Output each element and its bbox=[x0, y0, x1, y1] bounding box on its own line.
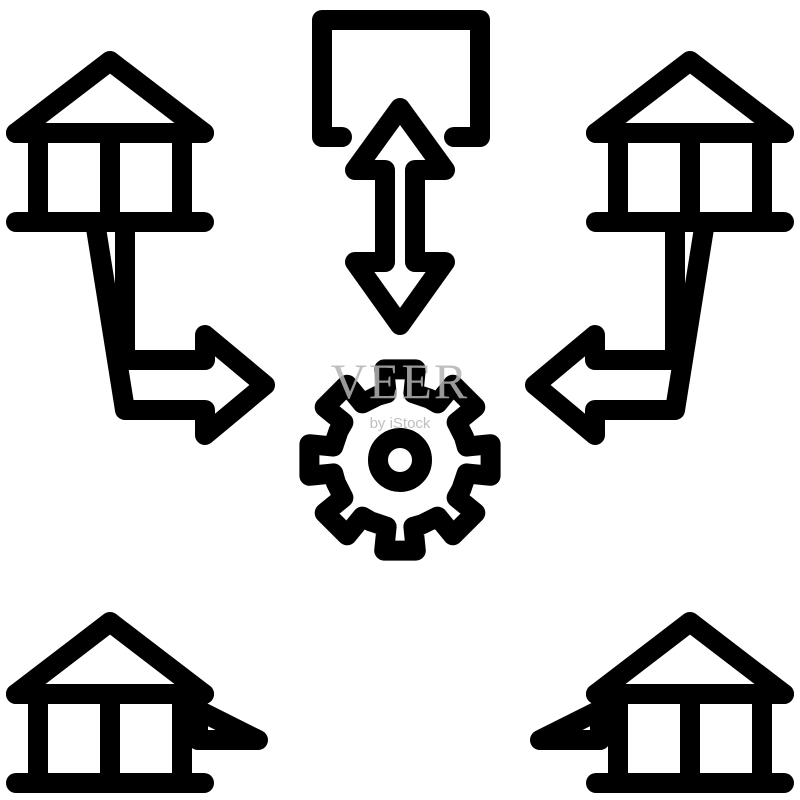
gear-icon bbox=[299, 359, 501, 561]
bent-arrow-top-left-icon bbox=[85, 212, 275, 445]
watermark: VEER by iStock bbox=[331, 353, 470, 432]
bent-arrow-bottom-right-icon bbox=[530, 700, 610, 750]
house-bottom-right-icon bbox=[586, 612, 794, 793]
watermark-sub: by iStock bbox=[370, 415, 431, 432]
house-top-left-icon bbox=[6, 51, 214, 232]
bent-arrow-bottom-left-icon bbox=[188, 700, 268, 750]
watermark-brand: VEER bbox=[331, 353, 470, 409]
double-arrow-icon bbox=[345, 98, 455, 335]
bent-arrow-top-right-icon bbox=[525, 212, 715, 445]
house-bottom-left-icon bbox=[6, 612, 214, 793]
house-top-right-icon bbox=[586, 51, 794, 232]
document-box-icon bbox=[312, 10, 490, 147]
